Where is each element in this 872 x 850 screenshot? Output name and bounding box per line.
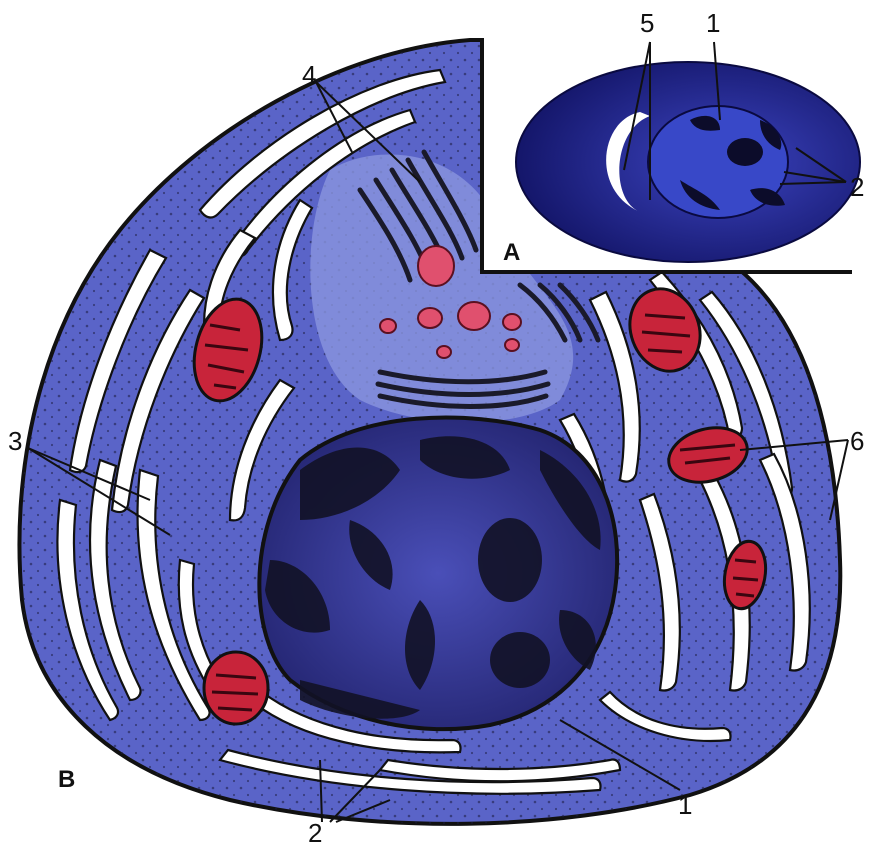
label-2-bottom: 2 [308, 818, 322, 848]
label-2-inset: 2 [850, 172, 864, 202]
nucleus [259, 418, 617, 730]
label-1-bottom: 1 [678, 790, 692, 820]
label-6: 6 [850, 426, 864, 456]
label-4: 4 [302, 60, 316, 90]
label-3: 3 [8, 426, 22, 456]
label-1-inset: 1 [706, 8, 720, 38]
label-5: 5 [640, 8, 654, 38]
panel-label-a: A [503, 239, 520, 266]
mitochondrion [204, 652, 268, 724]
panel-label-b: B [58, 766, 75, 793]
inset-panel-a [482, 40, 872, 272]
